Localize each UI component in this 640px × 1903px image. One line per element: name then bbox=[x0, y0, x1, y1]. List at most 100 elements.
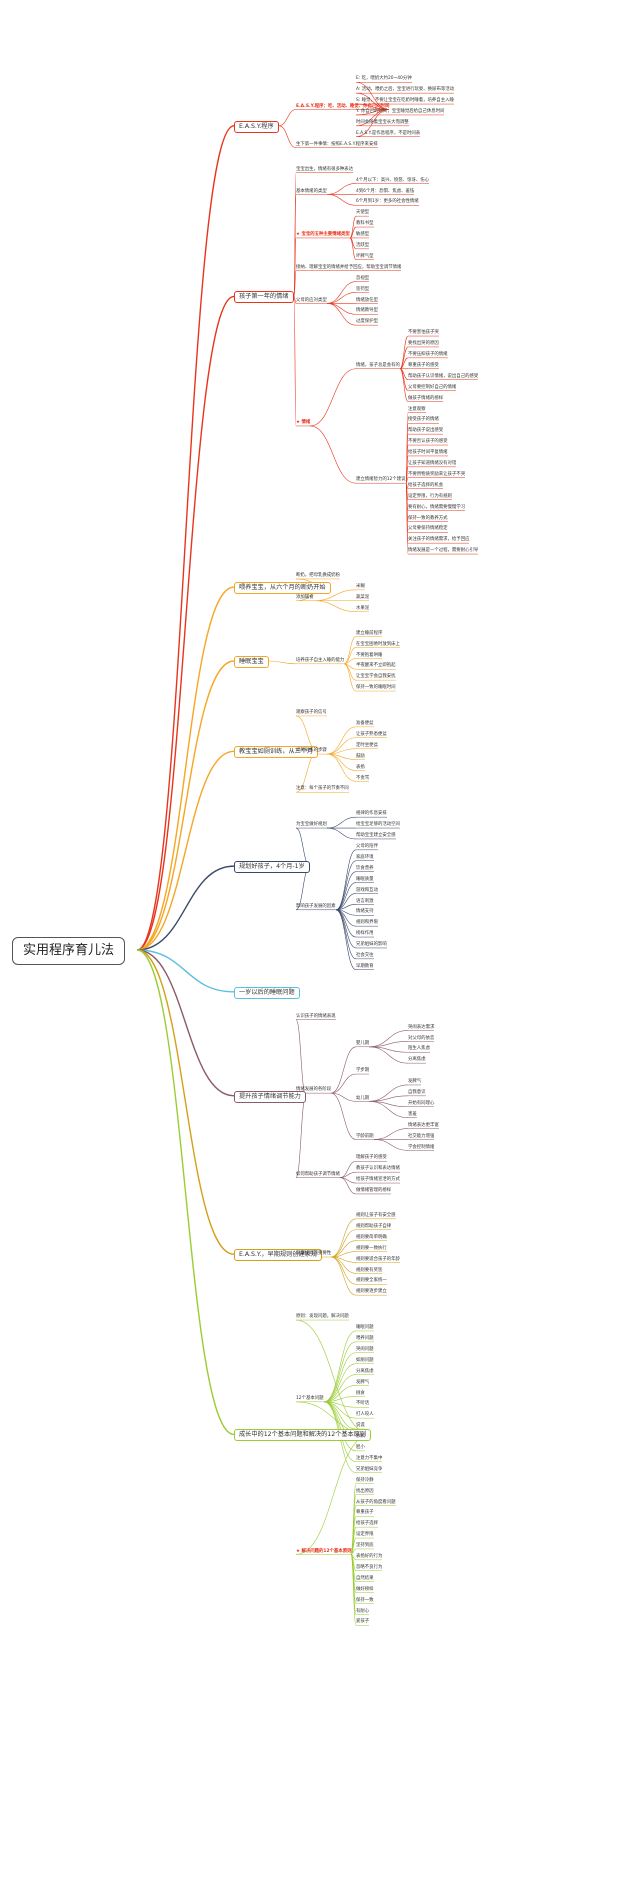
topic-node[interactable]: 婴儿期 bbox=[356, 1041, 370, 1046]
topic-node[interactable]: 饮食营养 bbox=[356, 865, 374, 871]
topic-node[interactable]: 从孩子的角度看问题 bbox=[356, 1499, 396, 1505]
topic-node[interactable]: 规则和界限 bbox=[356, 920, 378, 926]
topic-node[interactable]: ★ 情绪 bbox=[296, 420, 311, 426]
topic-node[interactable]: 学步期 bbox=[356, 1068, 370, 1074]
topic-node[interactable]: 尊重孩子 bbox=[356, 1510, 374, 1516]
topic-node[interactable]: 保持一致的睡眠时间 bbox=[356, 685, 396, 691]
topic-node[interactable]: 敏感型 bbox=[356, 232, 370, 238]
branch-node[interactable]: E.A.S.Y.程序 bbox=[234, 120, 279, 133]
topic-node[interactable]: 社交能力增强 bbox=[408, 1133, 435, 1139]
branch-node[interactable]: 规划好孩子，4个月-1岁 bbox=[234, 861, 310, 874]
topic-node[interactable]: 家庭环境 bbox=[356, 854, 374, 860]
topic-node[interactable]: 认识孩子的情绪表现 bbox=[296, 1013, 336, 1019]
topic-node[interactable]: 注意：每个孩子的节奏不同 bbox=[296, 786, 349, 792]
topic-node[interactable]: 设定界限，行为有规则 bbox=[408, 493, 452, 499]
topic-node[interactable]: 惩罚型 bbox=[356, 286, 370, 292]
topic-node[interactable]: 鼓励 bbox=[356, 753, 365, 759]
topic-node[interactable]: 原则：发现问题，解决问题 bbox=[296, 1314, 349, 1320]
topic-node[interactable]: 接纳、理解宝宝的情绪并给予回应，帮助宝宝调节情绪 bbox=[296, 264, 402, 270]
topic-node[interactable]: 规则要适合孩子的年龄 bbox=[356, 1256, 400, 1262]
topic-node[interactable]: 情绪教导型 bbox=[356, 308, 378, 314]
topic-node[interactable]: 设定界限 bbox=[356, 1532, 374, 1538]
topic-node[interactable]: S: 睡觉，不要让宝宝在吃奶时睡着，培养自主入睡 bbox=[356, 98, 454, 104]
topic-node[interactable]: 生下第一件事情：按照E.A.S.Y.程序来安排 bbox=[296, 141, 378, 147]
topic-node[interactable]: 注意观察 bbox=[408, 406, 426, 412]
topic-node[interactable]: 情绪发展的各阶段 bbox=[296, 1087, 332, 1093]
topic-node[interactable]: 幼儿期 bbox=[356, 1095, 370, 1101]
topic-node[interactable]: 睡眠问题 bbox=[356, 1325, 374, 1331]
topic-node[interactable]: 保持冷静 bbox=[356, 1477, 374, 1483]
topic-node[interactable]: 挑食 bbox=[356, 1390, 365, 1396]
topic-node[interactable]: 影响孩子发展的因素 bbox=[296, 904, 336, 909]
topic-node[interactable]: 不要用物质奖励来让孩子不哭 bbox=[408, 471, 466, 477]
topic-node[interactable]: 说谎 bbox=[356, 1423, 365, 1429]
topic-node[interactable]: 4个月以下：高兴、愤怒、惊讶、伤心 bbox=[356, 177, 430, 183]
topic-node[interactable]: 基本情绪的类型 bbox=[296, 188, 327, 194]
topic-node[interactable]: 帮助孩子认识情绪，说出自己的感受 bbox=[408, 373, 479, 379]
topic-node[interactable]: 让孩子知道情绪没有对错 bbox=[408, 461, 457, 467]
topic-node[interactable]: E.A.S.Y.是作息程序，不是时间表 bbox=[356, 130, 421, 136]
topic-node[interactable]: 教孩子认识和表达情绪 bbox=[356, 1166, 400, 1172]
topic-node[interactable]: ★ 解决问题的12个基本原则 bbox=[296, 1548, 352, 1554]
topic-node[interactable]: 尊重孩子的感受 bbox=[408, 362, 439, 368]
topic-node[interactable]: 做孩子情绪的榜样 bbox=[408, 395, 444, 401]
topic-node[interactable]: 帮助孩子说出感受 bbox=[408, 428, 444, 434]
topic-node[interactable]: 忽视型 bbox=[356, 275, 370, 281]
root-node[interactable]: 实用程序育儿法 bbox=[12, 937, 126, 965]
topic-node[interactable]: 表扬好的行为 bbox=[356, 1554, 383, 1560]
topic-node[interactable]: 保持一致 bbox=[356, 1597, 374, 1603]
topic-node[interactable]: 给孩子选择的机会 bbox=[408, 482, 444, 488]
branch-node[interactable]: 一岁以后的睡眠问题 bbox=[234, 986, 300, 999]
topic-node[interactable]: 断奶，把母乳换成奶粉 bbox=[296, 573, 340, 579]
topic-node[interactable]: A: 活动，喂奶之后，宝宝进行玩耍、换尿布等活动 bbox=[356, 87, 455, 93]
topic-node[interactable]: 添加辅食 bbox=[296, 594, 314, 600]
topic-node[interactable]: 不要害怕孩子哭 bbox=[408, 330, 439, 336]
topic-node[interactable]: 睡眠质量 bbox=[356, 876, 374, 882]
topic-node[interactable]: 分离焦虑 bbox=[356, 1368, 374, 1374]
topic-node[interactable]: 不责骂 bbox=[356, 775, 370, 781]
topic-node[interactable]: 规律的作息安排 bbox=[356, 811, 387, 817]
topic-node[interactable]: 坏脾气型 bbox=[356, 253, 374, 259]
topic-node[interactable]: 6个月到1岁：更多的社会性情绪 bbox=[356, 199, 419, 205]
topic-node[interactable]: 给孩子选择 bbox=[356, 1521, 378, 1527]
branch-node[interactable]: 睡眠宝宝 bbox=[234, 656, 269, 668]
topic-node[interactable]: 规则要逐步建立 bbox=[356, 1289, 387, 1295]
topic-node[interactable]: 理解孩子的感受 bbox=[356, 1155, 387, 1161]
topic-node[interactable]: 给孩子情绪宣泄的方式 bbox=[356, 1177, 400, 1183]
topic-node[interactable]: 天使型 bbox=[356, 210, 370, 216]
topic-node[interactable]: 不要否认孩子的感受 bbox=[408, 439, 448, 445]
topic-node[interactable]: 水果泥 bbox=[356, 605, 370, 611]
topic-node[interactable]: 如厕问题 bbox=[356, 1357, 374, 1363]
topic-node[interactable]: 对父母的依恋 bbox=[408, 1035, 435, 1041]
topic-node[interactable]: 为宝宝做好规划 bbox=[296, 822, 327, 828]
topic-node[interactable]: 情绪发展是一个过程，需要耐心引导 bbox=[408, 548, 479, 554]
topic-node[interactable]: 蔬菜泥 bbox=[356, 594, 370, 600]
topic-node[interactable]: 教科书型 bbox=[356, 221, 374, 227]
topic-node[interactable]: 要有耐心，情绪需要慢慢学习 bbox=[408, 504, 466, 510]
topic-node[interactable]: 不要抱着哄睡 bbox=[356, 652, 383, 658]
topic-node[interactable]: 父母的陪伴 bbox=[356, 844, 378, 850]
topic-node[interactable]: 规则让孩子有安全感 bbox=[356, 1213, 396, 1219]
topic-node[interactable]: 找出原因 bbox=[356, 1488, 374, 1494]
branch-node[interactable]: 提升孩子情绪调节能力 bbox=[234, 1090, 306, 1103]
topic-node[interactable]: 学会控制情绪 bbox=[408, 1144, 435, 1150]
topic-node[interactable]: 4到6个月：恐惧、焦虑、羞怯 bbox=[356, 188, 415, 194]
topic-node[interactable]: 给孩子时间平复情绪 bbox=[408, 450, 448, 456]
topic-node[interactable]: 规则要简单明确 bbox=[356, 1234, 387, 1240]
topic-node[interactable]: 建立情绪智力的12个建议 bbox=[356, 477, 406, 483]
topic-node[interactable]: E: 吃，喂奶大约20~40分钟 bbox=[356, 76, 412, 82]
topic-node[interactable]: 如厕训练的步骤 bbox=[296, 748, 327, 754]
topic-node[interactable]: 如何帮助孩子调节情绪 bbox=[296, 1171, 340, 1177]
topic-node[interactable]: 米糊 bbox=[356, 584, 365, 590]
topic-node[interactable]: 准备便盆 bbox=[356, 721, 374, 727]
branch-node[interactable]: 教宝宝如厕训练，从三个月 bbox=[234, 746, 319, 759]
topic-node[interactable]: 分离焦虑 bbox=[408, 1057, 426, 1063]
topic-node[interactable]: 保持一致的教养方式 bbox=[408, 515, 448, 521]
topic-node[interactable]: 半夜醒来不立即抱起 bbox=[356, 663, 396, 669]
topic-node[interactable]: 要找出哭的原因 bbox=[408, 341, 439, 347]
topic-node[interactable]: 不要压抑孩子的情绪 bbox=[408, 352, 448, 358]
topic-node[interactable]: 游戏和互动 bbox=[356, 887, 378, 893]
topic-node[interactable]: 语言刺激 bbox=[356, 898, 374, 904]
topic-node[interactable]: 过度保护型 bbox=[356, 319, 378, 325]
topic-node[interactable]: Y: 你自己的时间，宝宝睡觉后给自己休息时间 bbox=[356, 109, 445, 115]
